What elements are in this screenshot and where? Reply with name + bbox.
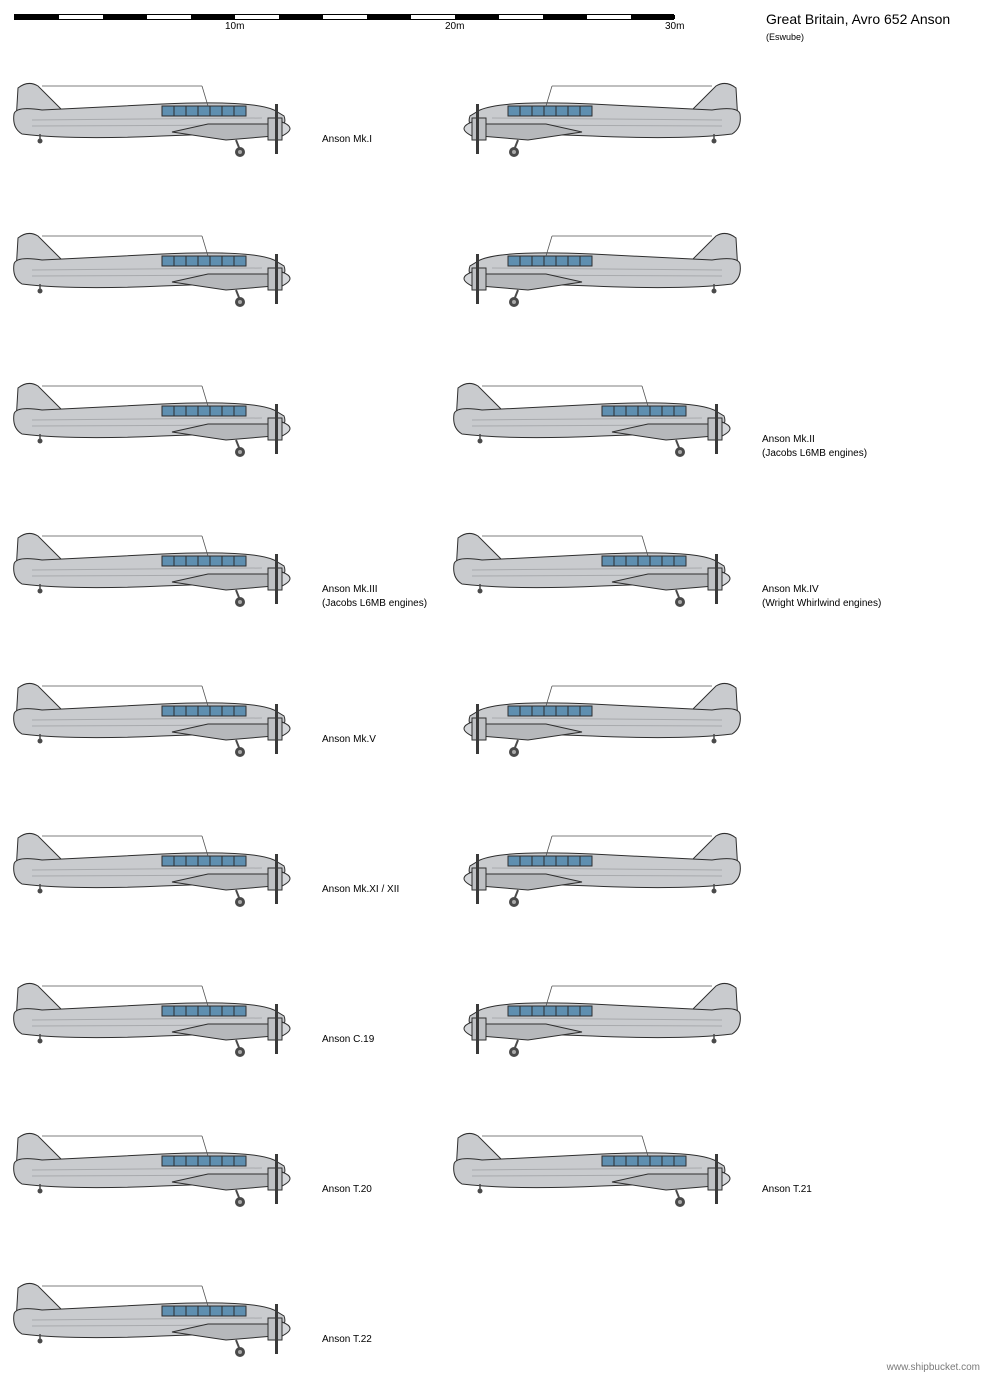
aircraft-8-left — [12, 1120, 302, 1212]
aircraft-label-note: (Jacobs L6MB engines) — [322, 598, 428, 609]
scale-label-10m: 10m — [225, 21, 245, 32]
aircraft-profile — [13, 1282, 291, 1357]
aircraft-profile — [453, 382, 731, 457]
aircraft-profile — [13, 382, 291, 457]
page-title: Great Britain, Avro 652 Anson — [766, 11, 951, 27]
aircraft-label-name: Anson Mk.IV — [762, 584, 819, 595]
aircraft-label-note: (Wright Whirlwind engines) — [762, 598, 882, 609]
scale-segment — [191, 15, 235, 19]
aircraft-label: Anson T.20 — [322, 1183, 372, 1197]
aircraft-4-left — [12, 520, 302, 612]
aircraft-profile — [463, 832, 741, 907]
aircraft-label-name: Anson T.20 — [322, 1184, 372, 1195]
aircraft-6-left — [12, 820, 302, 912]
aircraft-7-left — [12, 970, 302, 1062]
scale-label-20m: 20m — [445, 21, 465, 32]
scale-segment — [631, 15, 675, 19]
aircraft-label: Anson Mk.II (Jacobs L6MB engines) — [762, 433, 867, 461]
page-subtitle: (Eswube) — [766, 32, 805, 42]
scale-segment — [367, 15, 411, 19]
aircraft-3-right — [452, 370, 742, 462]
aircraft-label: Anson Mk.IV (Wright Whirlwind engines) — [762, 583, 881, 611]
aircraft-profile — [463, 682, 741, 757]
aircraft-2-left — [12, 220, 302, 312]
aircraft-label-name: Anson Mk.II — [762, 434, 815, 445]
aircraft-profile — [13, 82, 291, 157]
aircraft-label: Anson T.22 — [322, 1333, 372, 1347]
aircraft-label-name: Anson Mk.V — [322, 734, 376, 745]
aircraft-7-right — [452, 970, 742, 1062]
aircraft-5-left — [12, 670, 302, 762]
aircraft-profile — [13, 682, 291, 757]
aircraft-label-name: Anson Mk.I — [322, 134, 373, 145]
scale-segment — [15, 15, 59, 19]
aircraft-label-name: Anson T.21 — [762, 1184, 812, 1195]
aircraft-profile — [13, 832, 291, 907]
aircraft-label: Anson Mk.XI / XII — [322, 883, 399, 897]
scale-bar — [14, 14, 675, 20]
aircraft-label: Anson C.19 — [322, 1033, 374, 1047]
scale-segment — [103, 15, 147, 19]
aircraft-profile — [13, 982, 291, 1057]
scale-segment — [543, 15, 587, 19]
aircraft-5-right — [452, 670, 742, 762]
aircraft-profile — [463, 232, 741, 307]
aircraft-label-name: Anson Mk.XI / XII — [322, 884, 400, 895]
aircraft-2-right — [452, 220, 742, 312]
scale-segment — [279, 15, 323, 19]
aircraft-label: Anson Mk.III (Jacobs L6MB engines) — [322, 583, 427, 611]
aircraft-8-right — [452, 1120, 742, 1212]
aircraft-6-right — [452, 820, 742, 912]
aircraft-profile — [13, 532, 291, 607]
aircraft-profile — [463, 982, 741, 1057]
scale-label-30m: 30m — [665, 21, 685, 32]
aircraft-label: Anson T.21 — [762, 1183, 812, 1197]
aircraft-profile — [453, 1132, 731, 1207]
aircraft-9-left — [12, 1270, 302, 1362]
aircraft-label-name: Anson Mk.III — [322, 584, 378, 595]
aircraft-profile — [13, 1132, 291, 1207]
aircraft-1-right — [452, 70, 742, 162]
aircraft-profile — [13, 232, 291, 307]
watermark: www.shipbucket.com — [886, 1362, 980, 1373]
aircraft-1-left — [12, 70, 302, 162]
aircraft-label-name: Anson C.19 — [322, 1034, 375, 1045]
aircraft-4-right — [452, 520, 742, 612]
scale-segment — [455, 15, 499, 19]
aircraft-label: Anson Mk.V — [322, 733, 376, 747]
aircraft-label: Anson Mk.I — [322, 133, 372, 147]
aircraft-label-note: (Jacobs L6MB engines) — [762, 448, 868, 459]
aircraft-3-left — [12, 370, 302, 462]
aircraft-label-name: Anson T.22 — [322, 1334, 372, 1345]
aircraft-profile — [453, 532, 731, 607]
aircraft-profile — [463, 82, 741, 157]
